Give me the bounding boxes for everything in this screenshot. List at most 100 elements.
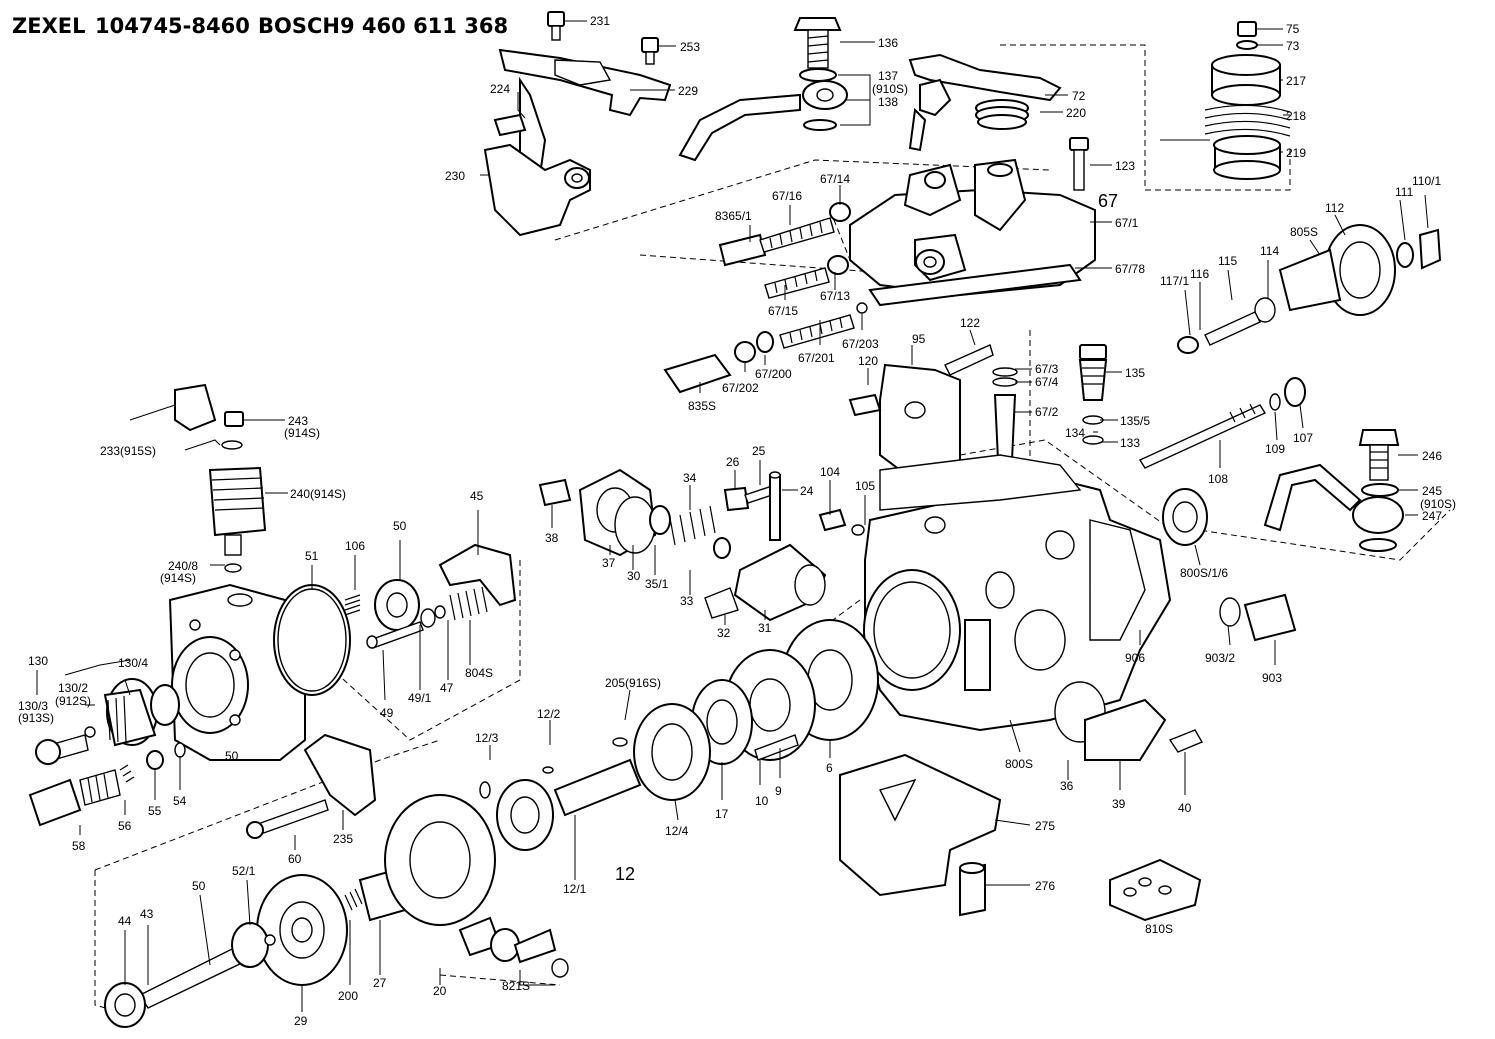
part-label: 240/8: [168, 559, 198, 573]
part-label: 253: [680, 40, 700, 54]
part-label: 27: [373, 976, 387, 990]
drive-shaft-12: [479, 703, 711, 851]
plug-903: [1219, 593, 1297, 642]
seal-800s-1-6: [1162, 488, 1208, 546]
part-label: 35/1: [645, 577, 669, 591]
banjo-bolt-136: [678, 17, 848, 162]
part-label: 9: [775, 784, 782, 798]
part-label: 111: [1395, 185, 1414, 199]
part-label: 134: [1065, 426, 1085, 440]
part-label: 106: [345, 539, 365, 553]
part-label: 115: [1218, 254, 1237, 268]
part-label: 55: [148, 804, 162, 818]
part-label: 67/200: [755, 367, 792, 381]
spring-106: [344, 543, 517, 649]
part-label: 67/14: [820, 172, 850, 186]
part-label: 218: [1286, 109, 1306, 123]
header-brand-zexel: ZEXEL: [12, 14, 86, 38]
part-label: 58: [72, 839, 86, 853]
part-label: 246: [1422, 449, 1442, 463]
part-label: 104: [820, 465, 840, 479]
part-label: 800S/1/6: [1180, 566, 1228, 580]
part-label: 67/78: [1115, 262, 1145, 276]
part-label: 810S: [1145, 922, 1173, 936]
part-label: (914S): [160, 571, 196, 585]
part-label: 45: [470, 489, 484, 503]
part-label: 224: [490, 82, 510, 96]
distributor-head-50: [168, 583, 306, 761]
part-label: 231: [590, 14, 610, 28]
gear-assembly-112: [1177, 224, 1442, 354]
part-label: 26: [726, 455, 740, 469]
header-brand-bosch: BOSCH: [258, 14, 340, 38]
assembly-guide-lines: [94, 44, 1451, 1016]
part-label: 230: [445, 169, 465, 183]
part-label: 906: [1125, 651, 1145, 665]
part-label: 136: [878, 36, 898, 50]
part-label: 135: [1125, 366, 1145, 380]
part-label: 130/3: [18, 699, 48, 713]
part-label: 205(916S): [605, 676, 661, 690]
part-label: (910S): [1420, 497, 1456, 511]
part-label: 38: [545, 531, 559, 545]
part-labels: 231 253 229 224 230 136 137 (910S) 138 7…: [18, 14, 1456, 1028]
part-label: 67/201: [798, 351, 835, 365]
group-label-12: 12: [615, 864, 635, 884]
part-label: 34: [683, 471, 697, 485]
part-label: 36: [1060, 779, 1074, 793]
part-label: 40: [1178, 801, 1192, 815]
part-label: 123: [1115, 159, 1135, 173]
part-label: 200: [338, 989, 358, 1003]
part-label: 12/2: [537, 707, 561, 721]
part-label: 835S: [688, 399, 716, 413]
adjusting-screws: [663, 202, 868, 394]
header-part-number-zexel: 104745-8460: [95, 14, 250, 38]
part-label: 110/1: [1412, 174, 1441, 188]
part-label: 30: [627, 569, 641, 583]
part-label: 112: [1325, 201, 1344, 215]
shaft-108: [1138, 377, 1306, 469]
valve-135: [992, 344, 1108, 461]
part-label: 105: [855, 479, 875, 493]
solenoid-240: [129, 383, 267, 573]
o-ring-51: [273, 584, 351, 696]
part-label: 220: [1066, 106, 1086, 120]
part-label: 37: [602, 556, 616, 570]
part-label: 217: [1286, 74, 1306, 88]
part-label: 107: [1293, 431, 1313, 445]
part-label: 243: [288, 414, 308, 428]
part-label: 20: [433, 984, 447, 998]
part-label: 120: [858, 354, 878, 368]
part-label: 903: [1262, 671, 1282, 685]
part-label: 12/4: [665, 824, 689, 838]
part-label: 33: [680, 594, 694, 608]
part-label: (914S): [284, 426, 320, 440]
part-label: (913S): [18, 711, 54, 725]
part-label: (912S): [55, 694, 91, 708]
part-label: 108: [1208, 472, 1228, 486]
part-label: 138: [878, 95, 898, 109]
part-label: 130: [28, 654, 48, 668]
part-label: 50: [192, 879, 206, 893]
part-label: 235: [333, 832, 353, 846]
part-label: 245: [1422, 484, 1442, 498]
part-label: 56: [118, 819, 132, 833]
part-label: 52/1: [232, 864, 256, 878]
part-label: 805S: [1290, 225, 1318, 239]
cover-plate-group: [839, 681, 1204, 922]
fitting-130: [28, 678, 186, 827]
part-label: 122: [960, 316, 980, 330]
part-label: 804S: [465, 666, 493, 680]
part-label: 32: [717, 626, 731, 640]
part-label: (910S): [872, 82, 908, 96]
part-label: 43: [140, 907, 154, 921]
part-label: 233(915S): [100, 444, 156, 458]
part-label: 116: [1190, 267, 1209, 281]
cam-plate-6: [691, 619, 879, 765]
part-label: 133: [1120, 436, 1140, 450]
part-label: 51: [305, 549, 319, 563]
part-label: 67/202: [722, 381, 759, 395]
part-label: 67/16: [772, 189, 802, 203]
part-label: 67/13: [820, 289, 850, 303]
